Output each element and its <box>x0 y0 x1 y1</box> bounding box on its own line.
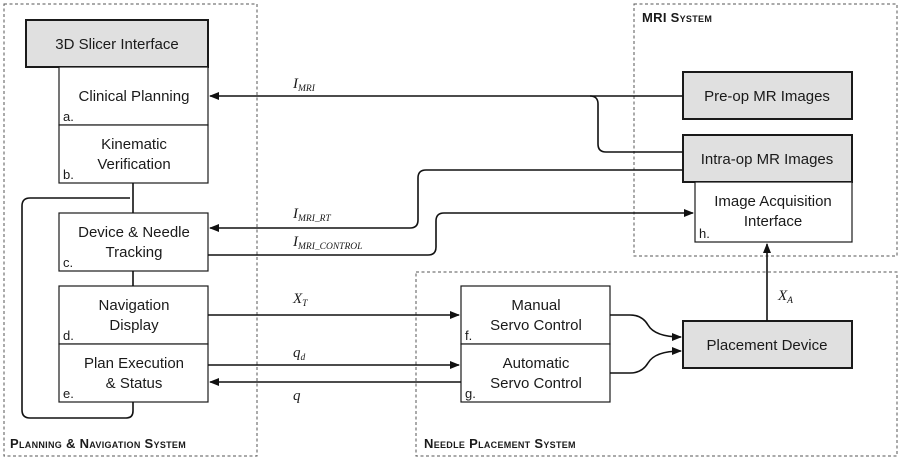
intraop-branch-line <box>589 95 683 153</box>
device-tracking-letter: c. <box>63 255 73 270</box>
device-tracking-label-1: Device & Needle <box>78 224 190 241</box>
navigation-display-box <box>58 285 209 345</box>
clinical-planning-label: Clinical Planning <box>79 88 190 105</box>
navigation-display-label-2: Display <box>109 317 159 334</box>
manual-servo-label-2: Servo Control <box>490 317 582 334</box>
needle-placement-group <box>415 271 898 457</box>
navigation-display-label-1: Navigation <box>99 297 170 314</box>
manual-servo-box <box>460 285 611 345</box>
image-acquisition-label-2: Interface <box>744 213 802 230</box>
image-acquisition-letter: h. <box>699 226 710 241</box>
qd-label: qd <box>293 345 306 363</box>
navigation-display-letter: d. <box>63 328 74 343</box>
xt-label: XT <box>292 291 308 309</box>
slicer-interface-box <box>25 19 209 68</box>
planning-group-label: Planning & Navigation System <box>10 436 186 451</box>
device-tracking-label-2: Tracking <box>106 244 163 261</box>
intraop-images-box <box>682 134 853 183</box>
image-acquisition-box <box>694 181 853 243</box>
manual-to-placement-arrow <box>610 314 682 341</box>
manual-servo-label-1: Manual <box>511 297 560 314</box>
image-acquisition-label-1: Image Acquisition <box>714 193 832 210</box>
imri-rt-arrow <box>209 169 683 232</box>
imri-control-label: IMRI_CONTROL <box>292 234 362 252</box>
automatic-servo-letter: g. <box>465 386 476 401</box>
device-tracking-box <box>58 212 209 272</box>
automatic-servo-box <box>460 343 611 403</box>
kinematic-verification-box <box>58 124 209 184</box>
kinematic-verification-letter: b. <box>63 167 74 182</box>
xa-label: XA <box>777 288 793 306</box>
slicer-interface-label: 3D Slicer Interface <box>55 36 178 53</box>
needle-group-label: Needle Placement System <box>424 436 576 451</box>
imri-control-arrow <box>208 209 694 256</box>
automatic-servo-label-1: Automatic <box>503 355 570 372</box>
kinematic-verification-label-2: Verification <box>97 156 170 173</box>
clinical-planning-letter: a. <box>63 109 74 124</box>
plan-execution-label-2: & Status <box>106 375 163 392</box>
mri-system-group <box>633 3 898 257</box>
placement-device-label: Placement Device <box>707 337 828 354</box>
preop-images-label: Pre-op MR Images <box>704 88 830 105</box>
automatic-to-placement-arrow <box>610 347 682 374</box>
kinematic-verification-label-1: Kinematic <box>101 136 167 153</box>
imri-label: IMRI <box>292 76 316 94</box>
imri-rt-label: IMRI_RT <box>292 206 331 224</box>
plan-execution-box <box>58 343 209 403</box>
plan-execution-letter: e. <box>63 386 74 401</box>
intraop-images-label: Intra-op MR Images <box>701 151 834 168</box>
planning-navigation-group <box>3 3 258 457</box>
mri-group-label: MRI System <box>642 10 712 25</box>
q-label: q <box>293 388 301 404</box>
manual-servo-letter: f. <box>465 328 472 343</box>
plan-execution-label-1: Plan Execution <box>84 355 184 372</box>
feedback-loop <box>21 197 134 419</box>
automatic-servo-label-2: Servo Control <box>490 375 582 392</box>
